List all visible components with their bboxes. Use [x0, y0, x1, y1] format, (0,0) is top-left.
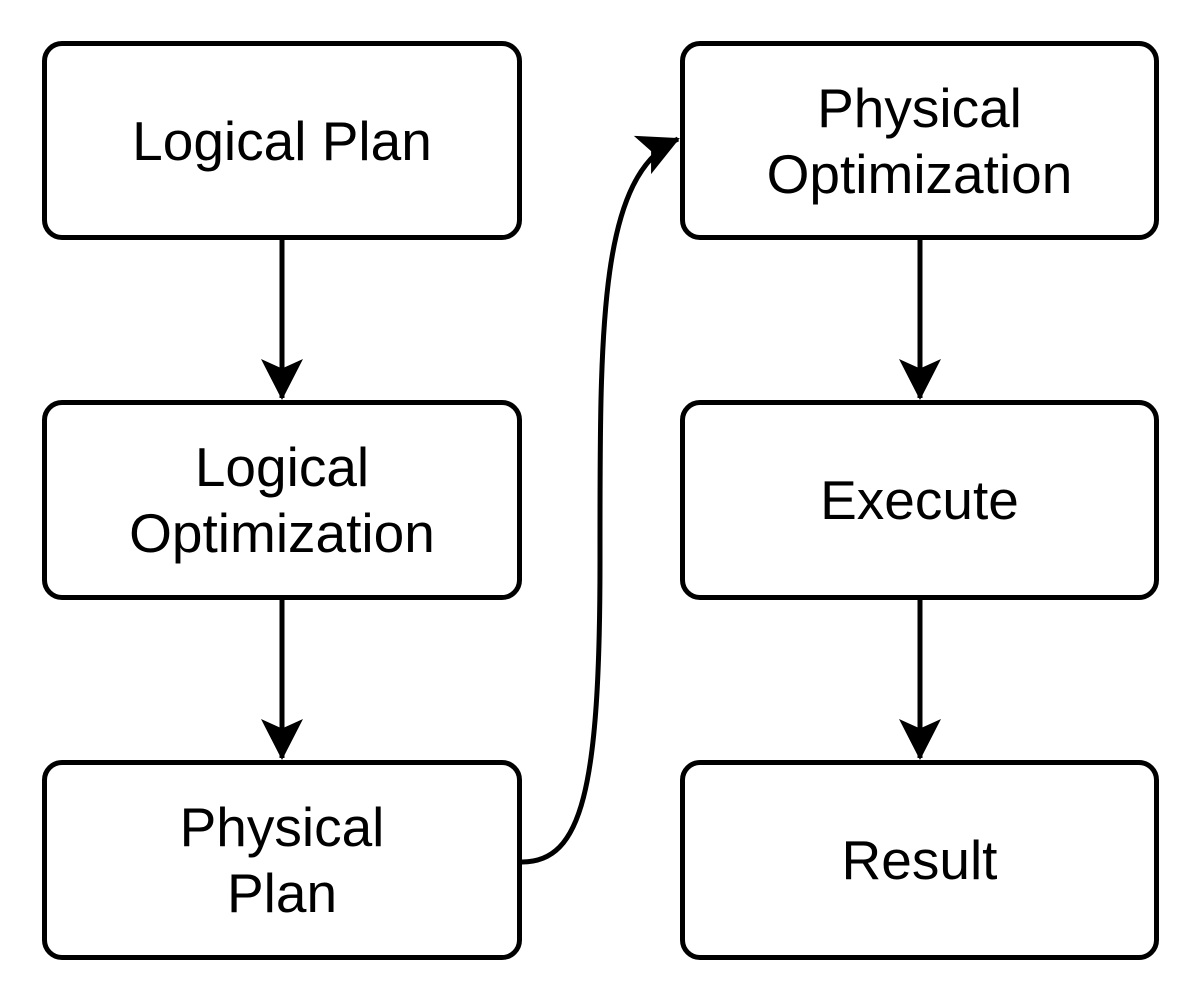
node-logical-plan-label: Logical Plan [132, 109, 432, 172]
node-result-label: Result [841, 829, 998, 891]
node-execute[interactable]: Execute [680, 400, 1159, 600]
node-logical-optimization[interactable]: Logical Optimization [42, 400, 522, 600]
edge-physical-plan-to-physical-optimization [521, 135, 680, 865]
node-execute-label: Execute [820, 469, 1019, 531]
node-physical-plan-label: Physical Plan [179, 796, 385, 924]
node-logical-plan[interactable]: Logical Plan [42, 41, 522, 240]
node-logical-optimization-label: Logical Optimization [129, 436, 435, 564]
node-result[interactable]: Result [680, 760, 1159, 960]
node-physical-optimization[interactable]: Physical Optimization [680, 41, 1159, 240]
node-physical-plan[interactable]: Physical Plan [42, 760, 522, 960]
node-physical-optimization-label: Physical Optimization [766, 76, 1073, 205]
